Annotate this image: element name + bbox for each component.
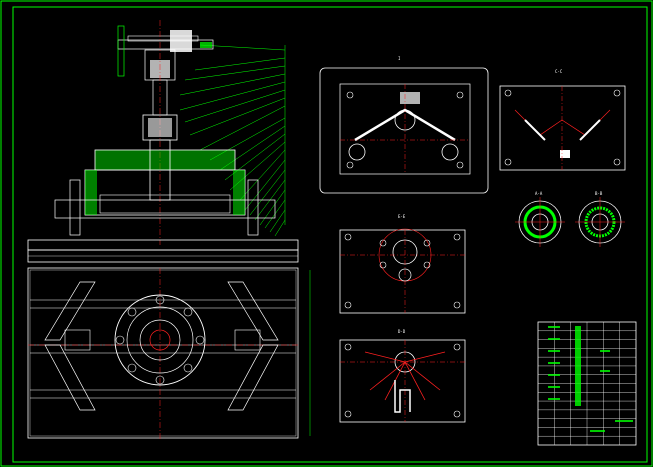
part-leader-lines [179, 44, 286, 237]
title-block [537, 321, 637, 446]
title-block-text-marks [548, 326, 633, 432]
section-a-a-tag: A-A [535, 191, 543, 196]
section-d-d-view: D-D [339, 329, 466, 423]
section-d-d-tag: D-D [398, 329, 406, 334]
detail-i-tag: I [398, 56, 401, 61]
plan-view [27, 267, 311, 440]
front-section-view [27, 20, 299, 263]
section-e-e-tag: E-E [398, 214, 406, 219]
section-e-e-view: E-E [339, 214, 466, 314]
section-c-c-tag: C-C [555, 69, 563, 74]
section-b-b-view: B-B [575, 191, 625, 247]
section-b-b-tag: B-B [595, 191, 603, 196]
inner-border [12, 6, 648, 463]
section-c-c-view: C-C [499, 69, 626, 171]
detail-i-view: I [319, 56, 489, 194]
section-a-a-view: A-A [515, 191, 565, 247]
